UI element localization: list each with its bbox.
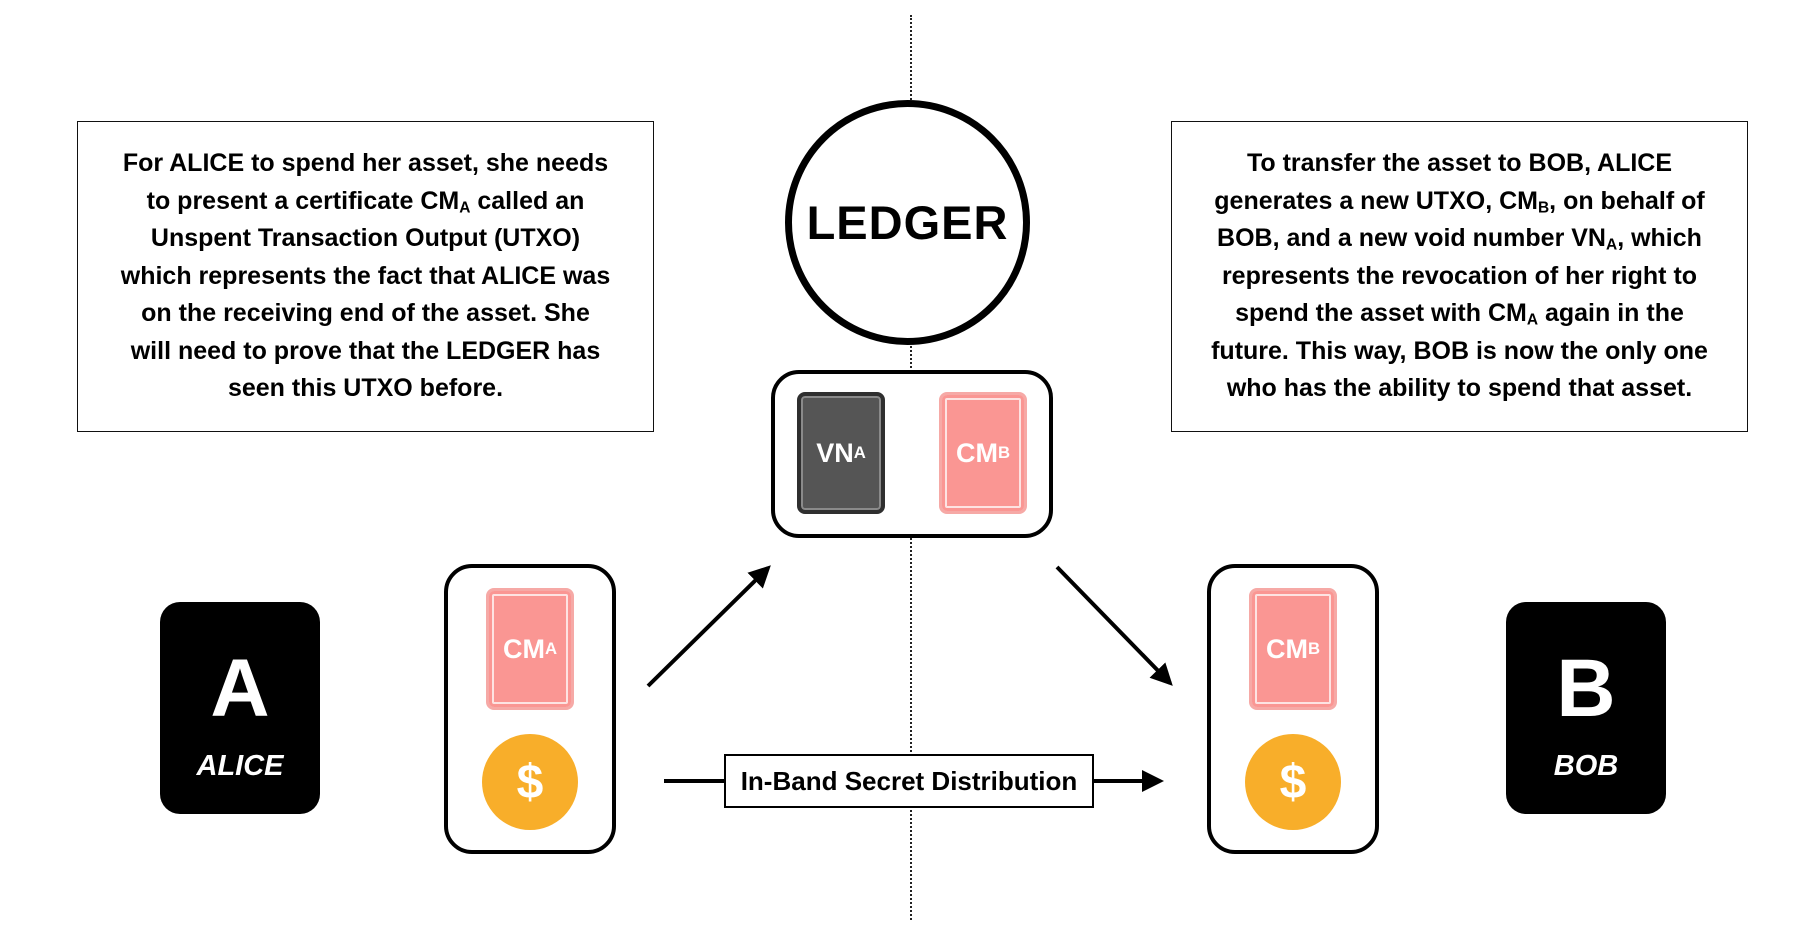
note-line: For ALICE to spend her asset, she needs [122,149,609,178]
alice-explanation-note: For ALICE to spend her asset, she needs … [77,121,654,432]
card-label: CM [955,437,998,468]
note-line: will need to prove that the LEDGER has [130,336,601,365]
note-line: spend the asset with CM [1235,299,1527,328]
note-line: represents the revocation of her right t… [1221,261,1698,290]
coin-symbol: $ [1279,755,1307,809]
note-line: Unspent Transaction Output (UTXO) [150,224,581,253]
arrow-ledger-to-bob [1055,565,1173,686]
note-line: BOB, and a new void number VN [1217,224,1606,253]
note-line: to present a certificate CM [146,186,460,215]
note-line: future. This way, BOB is now the only on… [1211,336,1708,365]
transfer-explanation-note: To transfer the asset to BOB, ALICE gene… [1171,121,1748,432]
arrow-alice-to-ledger [646,565,771,688]
note-line: which represents the fact that ALICE was [120,261,611,290]
card-label: VN [816,437,854,468]
alice-coin-icon: $ [482,734,578,830]
coin-symbol: $ [516,755,544,809]
note-line: who has the ability to spend that asset. [1226,374,1693,403]
in-band-secret-distribution-label: In-Band Secret Distribution [724,754,1094,808]
card-label: CM [502,633,545,664]
subscript: A [459,199,471,217]
ledger-label: LEDGER [806,196,1009,249]
note-line: , on behalf of [1549,186,1705,215]
bob-name: BOB [1553,750,1619,782]
note-line: To transfer the asset to BOB, ALICE [1246,149,1673,178]
note-line: , which [1617,224,1702,253]
bob-coin-icon: $ [1245,734,1341,830]
note-line: on the receiving end of the asset. She [141,299,590,328]
inband-text: In-Band Secret Distribution [740,765,1078,796]
card-label: CM [1265,633,1308,664]
alice-party-card: A ALICE [160,602,320,814]
subscript: A [1526,311,1539,329]
note-line: called an [470,186,585,215]
subscript: B [1537,199,1550,217]
alice-letter: A [210,643,270,734]
subscript: A [1606,236,1618,254]
alice-name: ALICE [196,750,284,782]
ledger-circle: LEDGER [785,100,1030,345]
note-line: again in the [1538,299,1684,328]
note-line: generates a new UTXO, CM [1214,186,1538,215]
bob-party-card: B BOB [1506,602,1666,814]
bob-letter: B [1556,643,1616,734]
note-line: seen this UTXO before. [227,374,504,403]
